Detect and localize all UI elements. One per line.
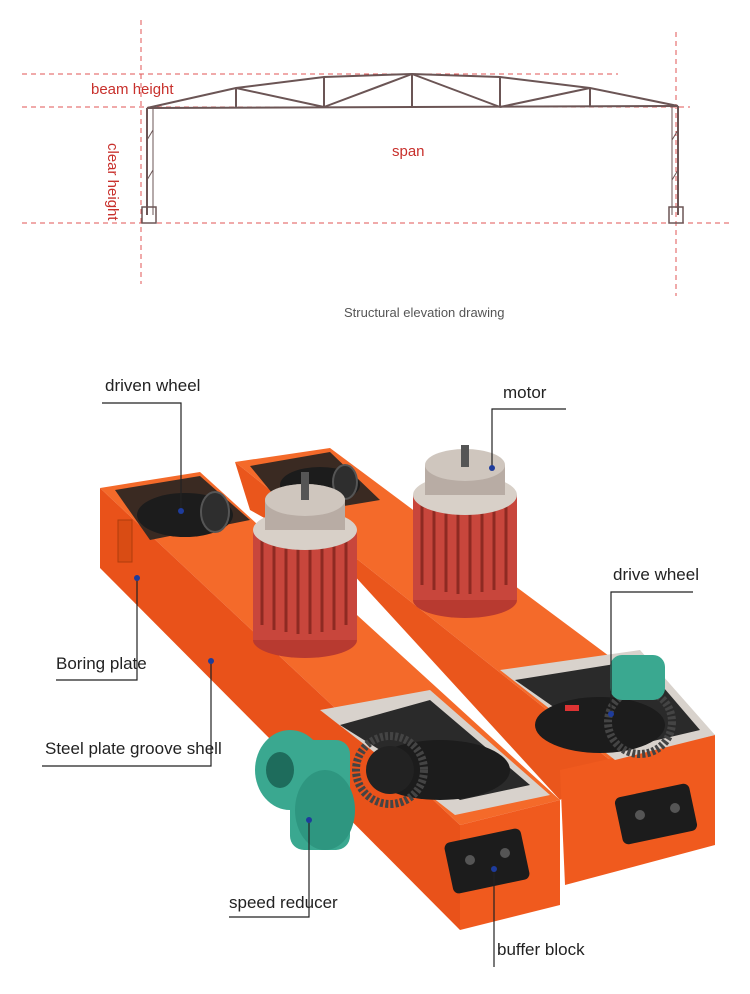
- speed-reducer-label: speed reducer: [229, 893, 338, 912]
- boring-plate-label: Boring plate: [56, 654, 147, 673]
- motor-left: [253, 472, 357, 658]
- boring-plate: [117, 519, 133, 563]
- left-column-base: [141, 206, 157, 224]
- callout-lines: [42, 402, 693, 967]
- elevation-caption: Structural elevation drawing: [344, 305, 505, 320]
- speed-reducer-left: [255, 730, 355, 850]
- truss-frame: [146, 72, 679, 109]
- drive-wheel-left: [352, 732, 510, 808]
- span-label: span: [392, 143, 425, 160]
- motor-label: motor: [503, 383, 547, 402]
- motor-right: [413, 445, 517, 618]
- buffer-block-right: [614, 783, 698, 845]
- steel-plate-groove-shell-label: Steel plate groove shell: [45, 739, 222, 758]
- speed-reducer-right: [610, 655, 665, 700]
- buffer-block-left: [444, 828, 530, 894]
- driven-wheel-left: [137, 491, 233, 537]
- drive-wheel-label: drive wheel: [613, 565, 699, 584]
- clear-height-label: clear height: [104, 143, 121, 221]
- driven-wheel-label: driven wheel: [105, 376, 201, 395]
- right-column-base: [668, 206, 684, 224]
- beam-height-label: beam height: [91, 81, 174, 98]
- buffer-block-label: buffer block: [497, 940, 585, 959]
- callout-pointer-dots: [134, 465, 614, 872]
